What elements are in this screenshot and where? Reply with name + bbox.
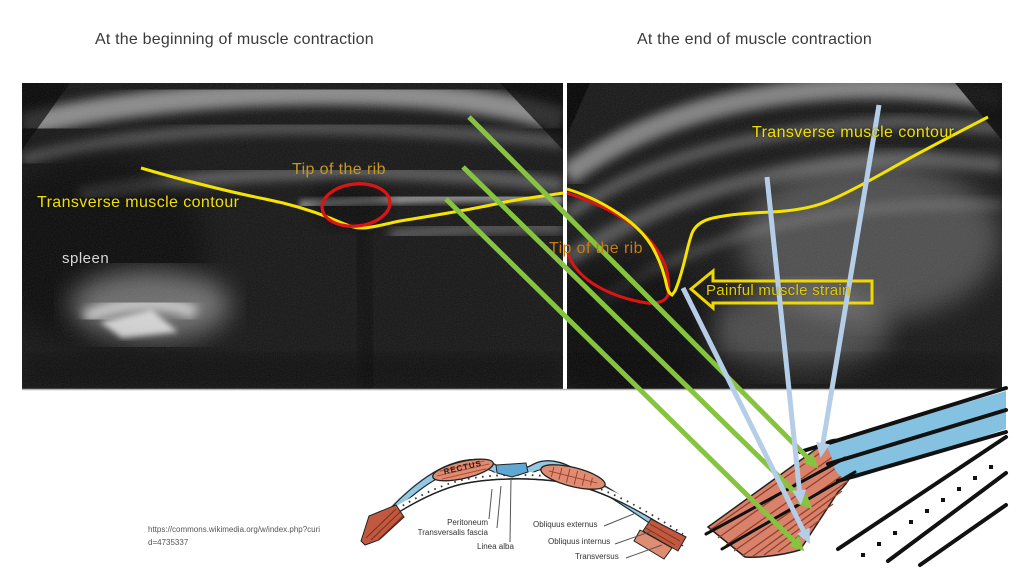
- tip-of-rib-ellipse: [320, 182, 392, 228]
- left-lateral-muscle-wedge: [360, 504, 405, 546]
- linea-alba-shape: [495, 462, 529, 478]
- left-ultrasound-image: [22, 83, 564, 389]
- label-tip-of-rib-left: Tip of the rib: [292, 161, 386, 178]
- green-arrow-2: [461, 165, 813, 510]
- label-transverse-contour-right: Transverse muscle contour: [752, 124, 955, 141]
- diagram-pointer-lines: [488, 477, 663, 559]
- blue-arrow-2: [764, 176, 807, 505]
- source-citation: https://commons.wikimedia.org/w/index.ph…: [148, 524, 353, 550]
- oblique-muscle-shape: [540, 464, 606, 490]
- muscle-layer-detail-diagram: [704, 386, 1008, 567]
- label-transverse-contour-left: Transverse muscle contour: [37, 194, 240, 211]
- label-spleen: spleen: [62, 250, 110, 267]
- title-right: At the end of muscle contraction: [637, 31, 872, 48]
- label-tip-of-rib-right: Tip of the rib: [549, 240, 643, 257]
- blue-arrows: [680, 104, 882, 545]
- source-citation-line1: https://commons.wikimedia.org/w/index.ph…: [148, 525, 321, 534]
- label-obliquus-externus: Obliquus externus: [533, 520, 598, 529]
- transverse-muscle-contour-line-right: [566, 115, 989, 297]
- rectus-muscle-shape: [432, 458, 494, 482]
- label-linea-alba: Linea alba: [477, 542, 514, 551]
- green-arrow-1: [467, 115, 819, 469]
- fascia-band: [823, 391, 1006, 480]
- right-lateral-muscle-wedge: [633, 518, 687, 560]
- green-arrow-3: [444, 197, 805, 552]
- blue-arrow-3: [680, 286, 810, 545]
- green-arrows: [444, 115, 819, 552]
- abdominal-cross-section-diagram: [360, 458, 687, 560]
- label-peritoneum: Peritoneum: [447, 518, 488, 527]
- label-obliquus-internus: Obliquus internus: [548, 537, 611, 546]
- label-painful-muscle-strain: Painful muscle strain: [706, 282, 851, 299]
- label-transversalis-fascia: Transversalis fascia: [417, 528, 488, 537]
- label-transversus: Transversus: [575, 552, 619, 561]
- source-citation-line2: d=4735337: [148, 537, 189, 547]
- title-left: At the beginning of muscle contraction: [95, 31, 374, 48]
- ultrasound-texture-left: [22, 83, 563, 389]
- dotted-band: [861, 465, 993, 557]
- strain-callout-arrow: [688, 267, 874, 312]
- blue-arrow-1: [816, 104, 882, 458]
